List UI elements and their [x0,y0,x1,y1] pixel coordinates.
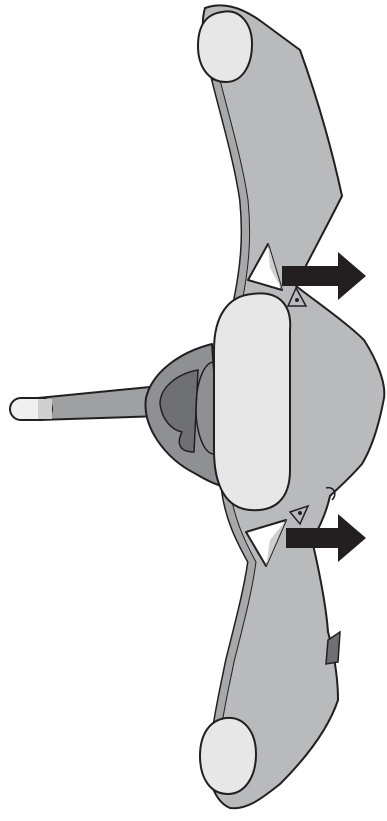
stem [10,386,162,420]
bottom-end-cushion [200,718,256,794]
stem-cap-shade [38,399,52,419]
center-cushion [214,293,290,510]
lower-clip-pin [298,511,302,515]
upper-clip-pin [295,298,299,302]
stem-shaft [38,386,162,420]
top-end-cushion [198,11,252,82]
